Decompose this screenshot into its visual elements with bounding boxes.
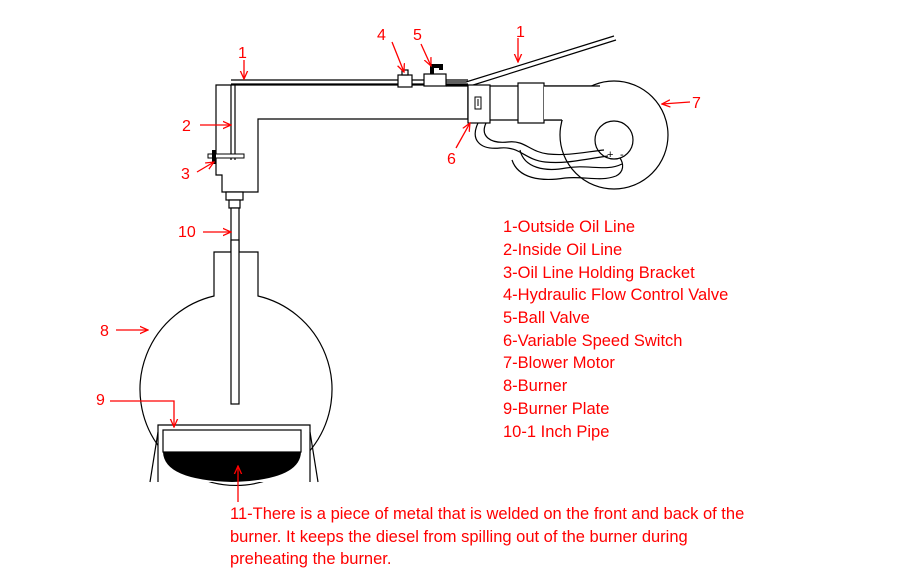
terminal-minus: - <box>620 149 624 161</box>
legend: 1-Outside Oil Line 2-Inside Oil Line 3-O… <box>503 218 728 441</box>
note-line: 11-There is a piece of metal that is wel… <box>230 505 744 523</box>
legend-item: 5-Ball Valve <box>503 309 590 327</box>
callout-10: 10 <box>178 224 196 241</box>
main-pipe <box>215 79 469 193</box>
note-11: 11-There is a piece of metal that is wel… <box>230 505 744 568</box>
callout-4: 4 <box>377 27 386 44</box>
legend-item: 4-Hydraulic Flow Control Valve <box>503 286 728 304</box>
terminal-plus: + <box>607 149 613 161</box>
legend-item: 2-Inside Oil Line <box>503 241 622 259</box>
legend-item: 8-Burner <box>503 377 568 395</box>
callout-3: 3 <box>181 166 190 183</box>
legend-item: 9-Burner Plate <box>503 400 609 418</box>
callout-5: 5 <box>413 27 422 44</box>
callout-7: 7 <box>692 95 701 112</box>
callout-6: 6 <box>447 151 456 168</box>
callout-1-left: 1 <box>238 45 247 62</box>
callout-9: 9 <box>96 392 105 409</box>
callout-2: 2 <box>182 118 191 135</box>
note-line: burner. It keeps the diesel from spillin… <box>230 528 688 546</box>
legend-item: 7-Blower Motor <box>503 354 615 372</box>
burner-plate <box>149 424 319 483</box>
callout-1-right: 1 <box>516 24 525 41</box>
legend-item: 3-Oil Line Holding Bracket <box>503 264 695 282</box>
callout-8: 8 <box>100 323 109 340</box>
oil-line-holding-bracket <box>207 150 245 164</box>
legend-item: 10-1 Inch Pipe <box>503 423 609 441</box>
legend-item: 6-Variable Speed Switch <box>503 332 682 350</box>
outside-oil-line-right <box>446 35 617 87</box>
ball-valve <box>423 64 447 87</box>
flow-control-valve <box>397 69 413 88</box>
callout-arrows <box>110 38 691 502</box>
legend-item: 1-Outside Oil Line <box>503 218 635 236</box>
blower-motor: + - <box>467 80 669 190</box>
note-line: preheating the burner. <box>230 550 391 568</box>
